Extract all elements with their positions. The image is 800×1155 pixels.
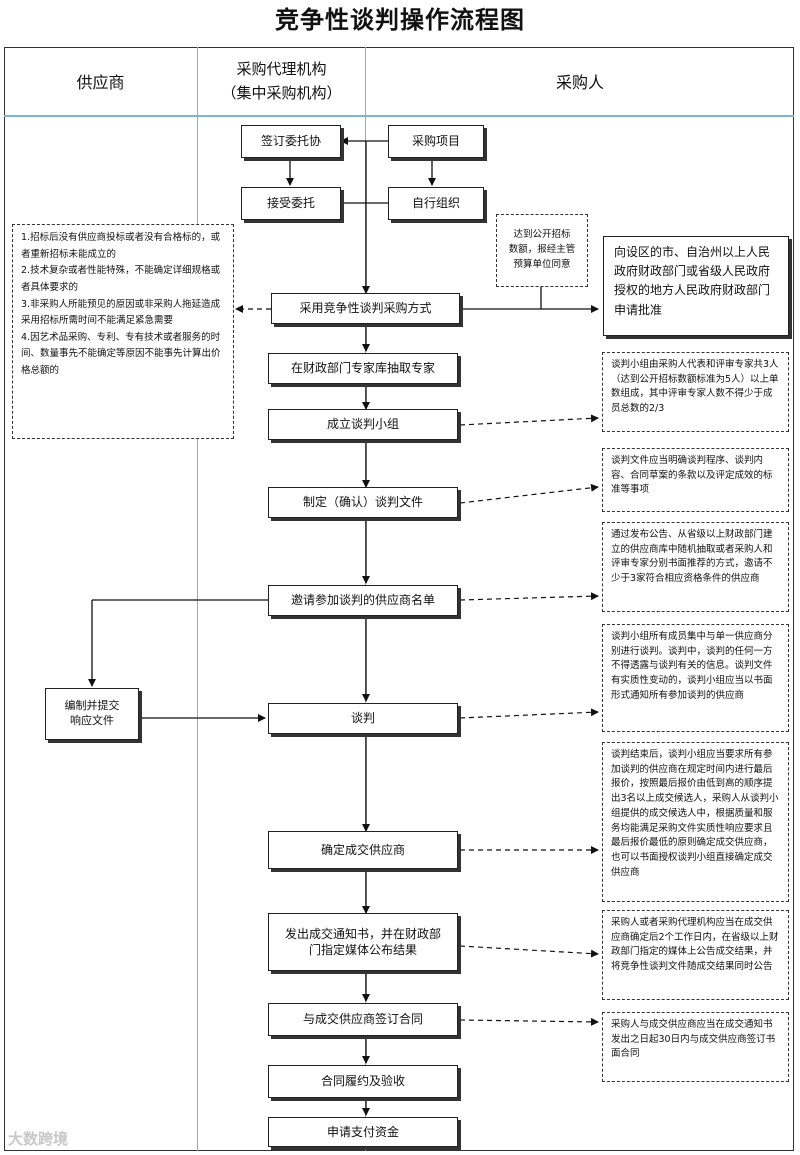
note-team-composition: 谈判小组由采购人代表和评审专家共3人（达到公开招标数额标准为5人）以上单数组成，… bbox=[602, 352, 789, 432]
watermark: 大数跨境 bbox=[8, 1130, 69, 1148]
note-approval: 向设区的市、自治州以上人民政府财政部门或省级人民政府授权的地方人民政府财政部门申… bbox=[603, 236, 789, 336]
node-make-docs: 制定（确认）谈判文件 bbox=[268, 487, 458, 518]
node-invite-list: 邀请参加谈判的供应商名单 bbox=[268, 585, 458, 616]
node-compile-response: 编制并提交 响应文件 bbox=[45, 688, 139, 740]
note-threshold: 达到公开招标 数额，报经主管 预算单位同意 bbox=[496, 214, 588, 287]
lane-header-supplier: 供应商 bbox=[76, 73, 125, 92]
node-compile-response-line2: 响应文件 bbox=[70, 714, 114, 727]
lane-divider-left bbox=[197, 47, 198, 1151]
node-accept-entrust: 接受委托 bbox=[241, 187, 341, 220]
note-contract-rules: 采购人与成交供应商应当在成交通知书发出之日起30日内与成交供应商签订书面合同 bbox=[602, 1012, 789, 1082]
lane-header-purchaser: 采购人 bbox=[555, 73, 604, 92]
page-title: 竞争性谈判操作流程图 bbox=[275, 5, 525, 34]
note-conditions: 1.招标后没有供应商投标或者没有合格标的，或者重新招标未能成立的 2.技术复杂或… bbox=[12, 224, 234, 439]
node-perform-accept: 合同履约及验收 bbox=[268, 1065, 458, 1098]
note-negotiate-rules: 谈判小组所有成员集中与单一供应商分别进行谈判。谈判中，谈判的任何一方不得透露与谈… bbox=[602, 624, 789, 732]
node-apply-payment: 申请支付资金 bbox=[268, 1117, 458, 1147]
node-draw-experts: 在财政部门专家库抽取专家 bbox=[268, 353, 458, 384]
lane-header-agency: 采购代理机构 （集中采购机构） bbox=[198, 47, 365, 115]
node-compile-response-line1: 编制并提交 bbox=[64, 699, 120, 713]
diagram-frame bbox=[4, 47, 794, 1151]
note-notice-rules: 采购人或者采购代理机构应当在成交供应商确定后2个工作日内，在省级以上财政部门指定… bbox=[602, 910, 789, 1000]
node-determine-supplier: 确定成交供应商 bbox=[268, 831, 458, 869]
node-self-organize: 自行组织 bbox=[388, 187, 484, 220]
node-negotiate: 谈判 bbox=[268, 703, 458, 734]
note-doc-content: 谈判文件应当明确谈判程序、谈判内容、合同草案的条款以及评定成效的标准等事项 bbox=[602, 448, 789, 512]
node-issue-notice-line2: 门指定媒体公布结果 bbox=[308, 943, 417, 957]
node-issue-notice-line1: 发出成交通知书，并在财政部 bbox=[284, 926, 441, 941]
lane-header-agency-line2: （集中采购机构） bbox=[221, 84, 342, 102]
node-sign-contract: 与成交供应商签订合同 bbox=[268, 1003, 458, 1036]
node-adopt-method: 采用竞争性谈判采购方式 bbox=[271, 293, 460, 324]
note-invite-method: 通过发布公告、从省级以上财政部门建立的供应商库中随机抽取或者采购人和评审专家分别… bbox=[602, 522, 789, 612]
node-form-team: 成立谈判小组 bbox=[268, 409, 458, 440]
node-project: 采购项目 bbox=[388, 125, 484, 158]
header-separator bbox=[4, 115, 794, 117]
lane-header-agency-line1: 采购代理机构 bbox=[236, 60, 327, 78]
note-determine-rules: 谈判结束后，谈判小组应当要求所有参加谈判的供应商在规定时间内进行最后报价，按照最… bbox=[602, 742, 789, 902]
node-issue-notice: 发出成交通知书，并在财政部 门指定媒体公布结果 bbox=[268, 913, 458, 971]
node-sign-entrust: 签订委托协 bbox=[241, 125, 341, 158]
